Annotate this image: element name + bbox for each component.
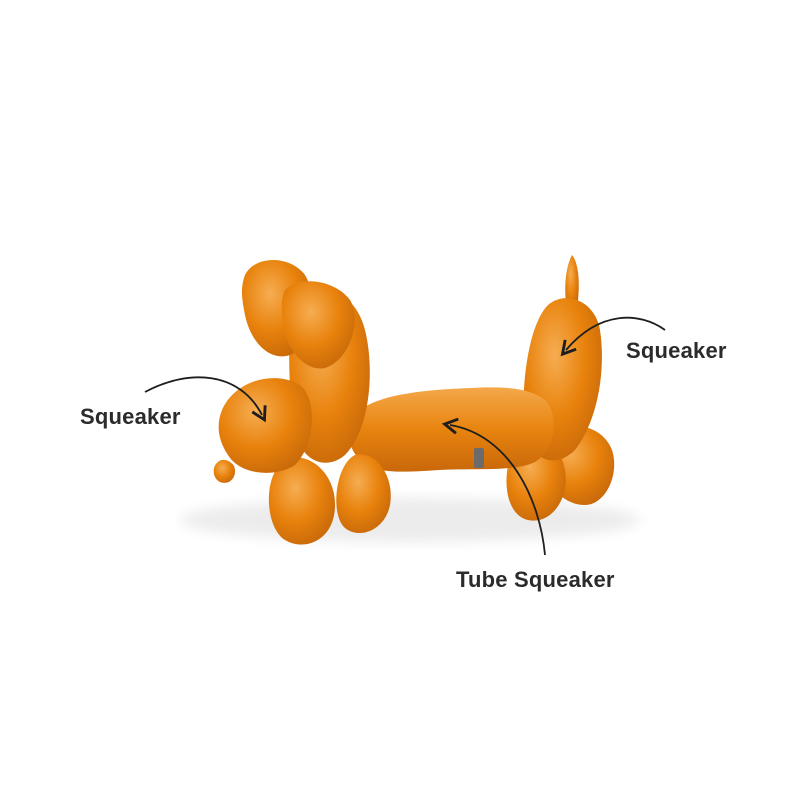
tube-body — [348, 387, 554, 472]
tail — [565, 255, 579, 310]
tube-squeaker-label: Tube Squeaker — [456, 567, 615, 592]
squeaker-tail-label: Squeaker — [626, 338, 727, 363]
floor-shadow — [180, 498, 640, 542]
arrow-to-head — [144, 376, 267, 423]
arrow-to-tube — [441, 417, 546, 556]
nose-knot — [213, 459, 236, 483]
brand-tag — [474, 448, 484, 468]
arrow-to-tail — [560, 316, 666, 357]
ear-front — [281, 281, 355, 369]
front-leg-rear — [336, 454, 391, 534]
front-leg-front — [268, 457, 335, 545]
squeaker-head-label: Squeaker — [80, 404, 181, 429]
head-balloon — [218, 378, 312, 473]
